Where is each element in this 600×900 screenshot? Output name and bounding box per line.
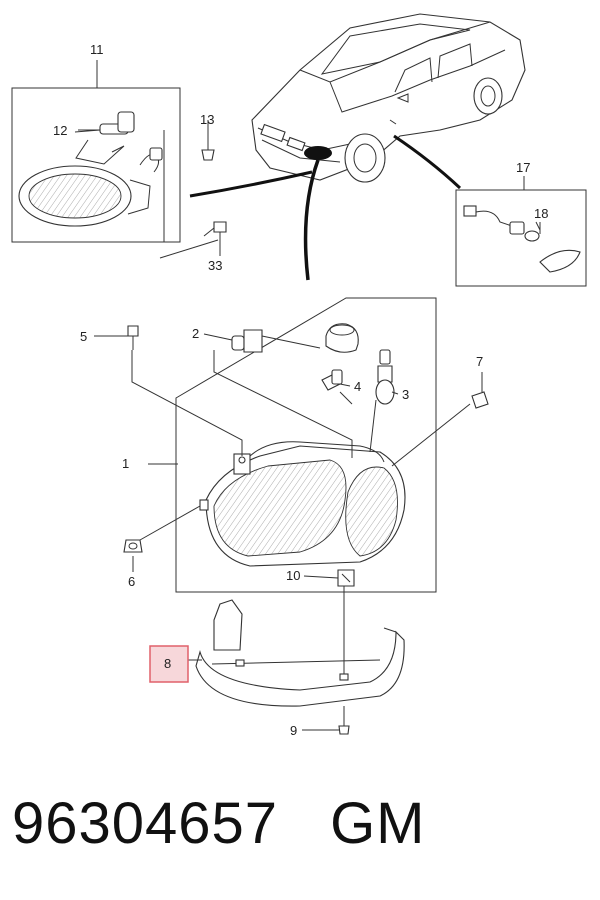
callout-1: 1 <box>122 456 129 471</box>
callout-6: 6 <box>128 574 135 589</box>
bolt-33 <box>159 221 227 259</box>
screw-5 <box>127 325 139 350</box>
part-number-caption: 96304657 GM <box>12 790 426 857</box>
callout-9: 9 <box>290 723 297 738</box>
highlight-box <box>149 645 189 683</box>
callout-17: 17 <box>516 160 530 175</box>
callout-13: 13 <box>200 112 214 127</box>
callout-8: 8 <box>164 656 171 671</box>
headlamp-location-marker <box>304 146 332 160</box>
callout-3: 3 <box>402 387 409 402</box>
clip-10 <box>337 569 355 587</box>
fog-lamp-assembly-box <box>11 60 181 243</box>
callout-12: 12 <box>53 123 67 138</box>
nut-6 <box>123 539 143 553</box>
side-marker-box <box>455 176 587 287</box>
headlamp-assembly-box <box>131 297 471 593</box>
lamp-bracket <box>195 586 405 707</box>
bulb-4 <box>321 369 343 391</box>
nut-7 <box>471 391 489 409</box>
callout-18: 18 <box>534 206 548 221</box>
callout-5: 5 <box>80 329 87 344</box>
part-number: 96304657 <box>12 791 279 856</box>
callout-2: 2 <box>192 326 199 341</box>
callout-11: 11 <box>90 42 104 57</box>
bulb-2 <box>231 329 321 353</box>
brand-label: GM <box>330 791 426 856</box>
callout-33: 33 <box>208 258 222 273</box>
car-illustration <box>251 13 526 183</box>
bulb-3 <box>375 349 395 405</box>
screw-9 <box>338 706 350 735</box>
callout-7: 7 <box>476 354 483 369</box>
callout-4: 4 <box>354 379 361 394</box>
bulb-socket-cap <box>325 323 359 353</box>
callout-10: 10 <box>286 568 300 583</box>
